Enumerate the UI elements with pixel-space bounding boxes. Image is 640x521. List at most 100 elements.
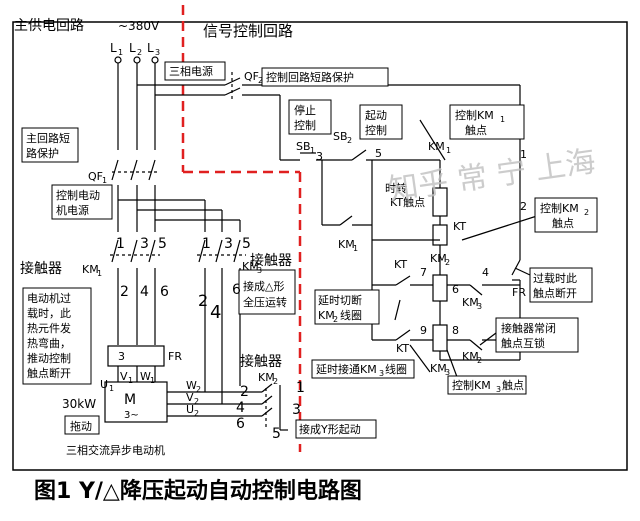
svg-text:接触器: 接触器 bbox=[250, 252, 292, 269]
control-circuit-lines bbox=[137, 72, 541, 386]
svg-text:KM: KM bbox=[462, 296, 479, 309]
svg-text:2: 2 bbox=[194, 397, 199, 406]
svg-text:1: 1 bbox=[296, 380, 305, 396]
svg-text:KT: KT bbox=[394, 258, 407, 271]
svg-text:U: U bbox=[100, 378, 108, 391]
svg-text:接触器: 接触器 bbox=[240, 353, 282, 370]
svg-text:触点断开: 触点断开 bbox=[27, 366, 71, 380]
svg-text:控制KM: 控制KM bbox=[455, 108, 494, 122]
svg-text:W: W bbox=[140, 370, 151, 383]
voltage-label: ~380V bbox=[118, 19, 160, 33]
svg-text:1: 1 bbox=[520, 148, 527, 161]
svg-text:2: 2 bbox=[120, 284, 129, 300]
svg-text:1: 1 bbox=[116, 236, 125, 252]
svg-text:延时接通KM: 延时接通KM bbox=[316, 363, 377, 376]
svg-text:3: 3 bbox=[445, 368, 450, 377]
svg-text:1: 1 bbox=[310, 146, 315, 155]
svg-text:KM: KM bbox=[258, 371, 275, 384]
svg-text:3: 3 bbox=[292, 402, 301, 418]
svg-text:控制电动: 控制电动 bbox=[56, 188, 100, 202]
svg-text:2: 2 bbox=[258, 76, 263, 85]
svg-text:QF: QF bbox=[88, 170, 103, 183]
svg-text:触点断开: 触点断开 bbox=[533, 286, 577, 300]
svg-text:路保护: 路保护 bbox=[26, 146, 59, 160]
svg-text:触点: 触点 bbox=[502, 378, 524, 392]
svg-text:4: 4 bbox=[482, 266, 489, 279]
diagram-text: 主供电回路 信号控制回路 ~380V L 1 L 2 L 3 三相电源 QF 2… bbox=[14, 18, 589, 457]
svg-text:7: 7 bbox=[420, 266, 427, 279]
svg-text:3: 3 bbox=[379, 369, 384, 378]
svg-text:触点互锁: 触点互锁 bbox=[501, 336, 545, 350]
svg-text:KT触点: KT触点 bbox=[390, 195, 425, 209]
svg-text:2: 2 bbox=[198, 291, 208, 310]
svg-text:触点: 触点 bbox=[465, 123, 487, 137]
svg-text:线圈: 线圈 bbox=[340, 308, 362, 322]
svg-text:推动控制: 推动控制 bbox=[27, 351, 71, 365]
svg-text:V: V bbox=[120, 370, 128, 383]
svg-text:3: 3 bbox=[257, 266, 262, 275]
svg-text:KM: KM bbox=[82, 263, 99, 276]
svg-text:3~: 3~ bbox=[124, 410, 139, 421]
svg-text:1: 1 bbox=[353, 244, 358, 253]
svg-text:5: 5 bbox=[272, 426, 281, 442]
svg-text:3: 3 bbox=[477, 302, 482, 311]
svg-text:V: V bbox=[186, 391, 194, 404]
svg-text:1: 1 bbox=[500, 115, 505, 124]
svg-text:接成Y形起动: 接成Y形起动 bbox=[299, 423, 361, 436]
svg-text:2: 2 bbox=[196, 385, 201, 394]
svg-text:三相电源: 三相电源 bbox=[169, 64, 213, 78]
svg-text:SB: SB bbox=[296, 140, 311, 153]
svg-text:L: L bbox=[129, 41, 136, 55]
phase-terminals bbox=[114, 56, 159, 64]
svg-text:延时切断: 延时切断 bbox=[318, 293, 362, 307]
svg-text:KM: KM bbox=[338, 238, 355, 251]
svg-text:3: 3 bbox=[316, 150, 323, 163]
svg-text:6: 6 bbox=[452, 283, 459, 296]
svg-text:1: 1 bbox=[150, 376, 155, 385]
svg-text:1: 1 bbox=[118, 48, 123, 57]
svg-text:2: 2 bbox=[584, 208, 589, 217]
svg-text:机电源: 机电源 bbox=[56, 203, 89, 217]
svg-text:3: 3 bbox=[496, 385, 501, 394]
svg-text:控制回路短路保护: 控制回路短路保护 bbox=[266, 70, 354, 84]
svg-text:KM: KM bbox=[430, 252, 447, 265]
svg-text:三相交流异步电动机: 三相交流异步电动机 bbox=[66, 443, 165, 457]
svg-text:3: 3 bbox=[140, 236, 149, 252]
svg-text:线圈: 线圈 bbox=[385, 362, 407, 376]
svg-text:3: 3 bbox=[118, 350, 125, 363]
diagram-frame bbox=[12, 21, 628, 471]
svg-text:全压运转: 全压运转 bbox=[243, 295, 287, 309]
svg-text:1: 1 bbox=[102, 176, 107, 185]
figure-title: 图1 Y/△降压起动自动控制电路图 bbox=[34, 478, 362, 504]
svg-text:FR: FR bbox=[512, 286, 526, 299]
svg-text:L: L bbox=[110, 41, 117, 55]
svg-text:6: 6 bbox=[236, 416, 245, 432]
svg-text:时转: 时转 bbox=[385, 181, 407, 195]
svg-text:4: 4 bbox=[140, 284, 149, 300]
svg-text:主回路短: 主回路短 bbox=[26, 131, 70, 145]
svg-text:控制KM: 控制KM bbox=[540, 201, 579, 215]
svg-text:4: 4 bbox=[236, 400, 245, 416]
svg-text:3: 3 bbox=[155, 48, 160, 57]
svg-text:热元件发: 热元件发 bbox=[27, 321, 71, 335]
label-boxes bbox=[21, 61, 598, 439]
svg-text:载时，此: 载时，此 bbox=[27, 307, 71, 320]
svg-text:3: 3 bbox=[224, 236, 233, 252]
svg-text:6: 6 bbox=[232, 282, 241, 298]
svg-text:2: 2 bbox=[240, 384, 249, 400]
svg-text:KT: KT bbox=[396, 342, 409, 355]
svg-text:控制: 控制 bbox=[365, 123, 387, 137]
svg-text:4: 4 bbox=[210, 302, 221, 323]
svg-text:W: W bbox=[186, 379, 197, 392]
svg-text:KM: KM bbox=[318, 309, 335, 322]
svg-text:KM: KM bbox=[462, 350, 479, 363]
svg-text:M: M bbox=[124, 392, 136, 408]
svg-text:KM: KM bbox=[428, 140, 445, 153]
svg-text:2: 2 bbox=[445, 258, 450, 267]
svg-text:1: 1 bbox=[97, 269, 102, 278]
svg-text:5: 5 bbox=[242, 236, 251, 252]
svg-text:30kW: 30kW bbox=[62, 397, 96, 411]
svg-text:1: 1 bbox=[109, 384, 114, 393]
svg-text:控制: 控制 bbox=[294, 118, 316, 132]
